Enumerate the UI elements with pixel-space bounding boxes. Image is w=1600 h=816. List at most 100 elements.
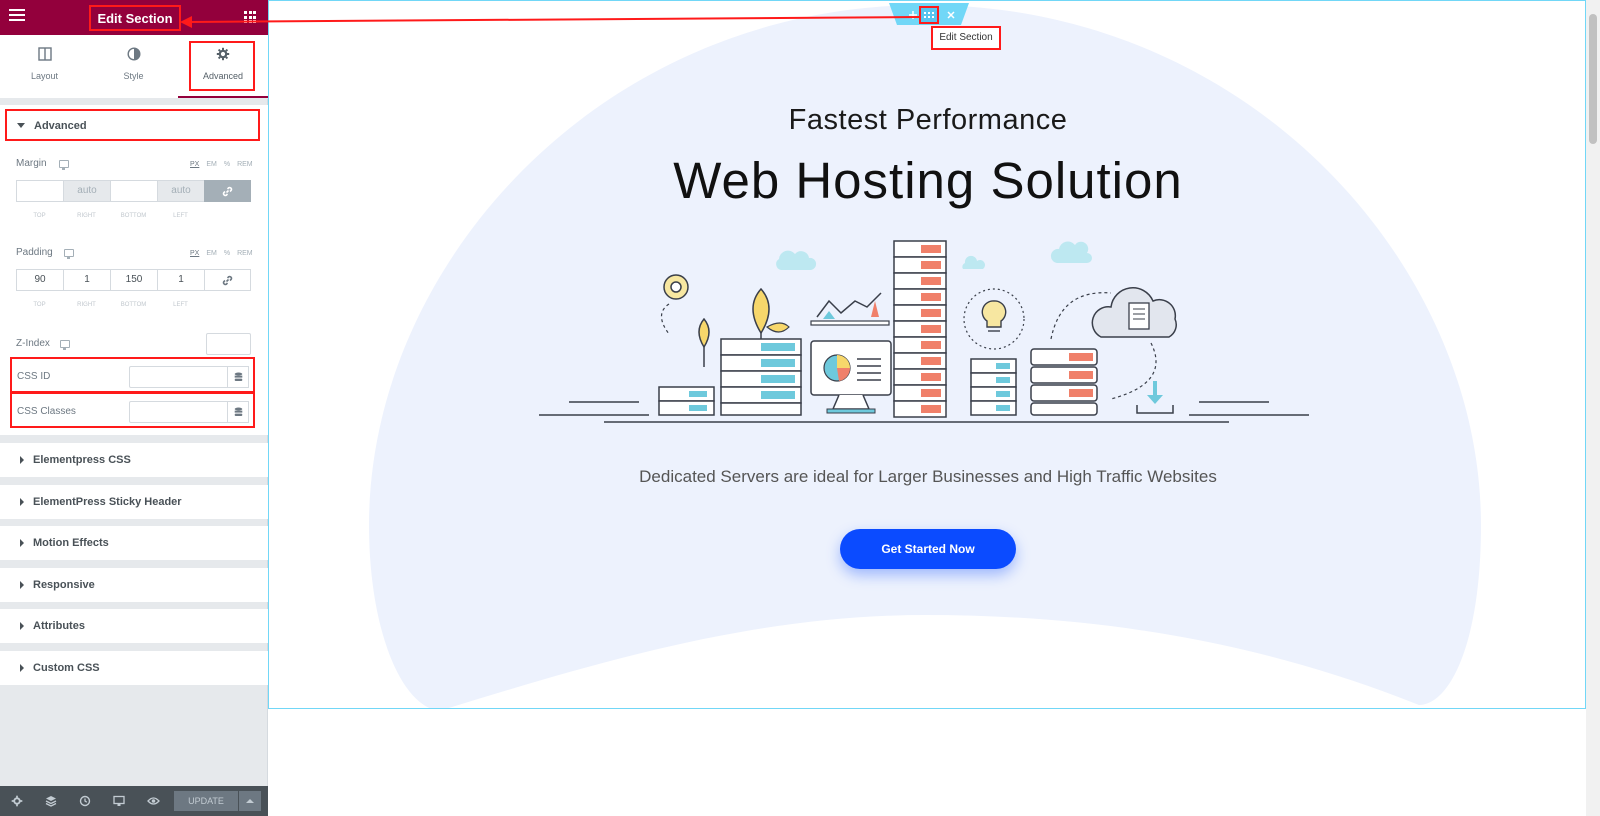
tab-style[interactable]: Style (89, 35, 178, 98)
responsive-desktop-icon[interactable] (59, 160, 69, 170)
menu-icon[interactable] (9, 9, 25, 25)
side-label: RIGHT (77, 302, 96, 308)
unit-em[interactable]: EM (206, 250, 217, 257)
tab-advanced[interactable]: Advanced (178, 35, 268, 98)
link-icon (222, 275, 233, 285)
section-handle (889, 3, 969, 25)
section-title: Elementpress CSS (33, 454, 131, 466)
side-label: BOTTOM (120, 213, 147, 219)
unit-rem[interactable]: REM (237, 161, 253, 168)
gear-icon (11, 795, 23, 807)
zindex-input[interactable] (206, 333, 251, 355)
caret-right-icon (20, 456, 24, 464)
css-classes-input[interactable] (129, 401, 228, 423)
columns-icon (37, 47, 52, 61)
unit-percent[interactable]: % (223, 161, 231, 168)
layers-icon (45, 796, 57, 807)
tab-layout[interactable]: Layout (0, 35, 89, 98)
caret-right-icon (20, 539, 24, 547)
update-options-button[interactable] (239, 791, 261, 811)
margin-side-labels: TOP RIGHT BOTTOM LEFT (16, 213, 251, 219)
section-motion-effects[interactable]: Motion Effects (0, 526, 268, 560)
edit-section-button[interactable] (919, 6, 939, 24)
edit-section-tooltip: Edit Section (931, 26, 1001, 50)
advanced-section-header[interactable]: Advanced (5, 109, 260, 141)
margin-left-input[interactable]: auto (157, 180, 204, 202)
delete-section-button[interactable] (941, 6, 961, 24)
hero-section[interactable]: Fastest Performance Web Hosting Solution (268, 0, 1586, 709)
padding-side-labels: TOP RIGHT BOTTOM LEFT (16, 302, 251, 308)
page-scrollbar[interactable] (1586, 0, 1600, 816)
hero-heading: Web Hosting Solution (673, 152, 1183, 209)
responsive-mode-button[interactable] (102, 786, 136, 816)
panel-header: Edit Section (0, 0, 268, 35)
unit-percent[interactable]: % (223, 250, 231, 257)
plus-icon (909, 11, 917, 19)
unit-rem[interactable]: REM (237, 250, 253, 257)
css-id-input[interactable] (129, 366, 228, 388)
responsive-desktop-icon[interactable] (64, 249, 74, 259)
unit-px[interactable]: PX (190, 161, 200, 168)
section-sticky-header[interactable]: ElementPress Sticky Header (0, 485, 268, 519)
side-label: LEFT (173, 302, 188, 308)
tab-label: Style (123, 71, 144, 81)
scrollbar-thumb[interactable] (1589, 14, 1597, 144)
padding-left-input[interactable]: 1 (157, 269, 204, 291)
caret-right-icon (20, 664, 24, 672)
eye-icon (146, 797, 160, 805)
close-icon (947, 11, 955, 19)
padding-right-input[interactable]: 1 (63, 269, 110, 291)
settings-button[interactable] (0, 786, 34, 816)
section-attributes[interactable]: Attributes (0, 609, 268, 643)
dynamic-tags-button[interactable] (227, 401, 249, 423)
padding-units: PX EM % REM (190, 250, 253, 257)
server-indicator (921, 245, 941, 253)
server-indicator (921, 277, 941, 285)
panel-footer: UPDATE (0, 786, 268, 816)
section-elementpress-css[interactable]: Elementpress CSS (0, 443, 268, 477)
history-button[interactable] (68, 786, 102, 816)
caret-up-icon (246, 799, 254, 803)
side-label: TOP (33, 302, 46, 308)
margin-top-input[interactable] (16, 180, 63, 202)
section-responsive[interactable]: Responsive (0, 568, 268, 602)
get-started-button[interactable]: Get Started Now (840, 529, 1016, 569)
grip-icon (924, 12, 934, 18)
update-button[interactable]: UPDATE (174, 791, 238, 811)
preview-button[interactable] (136, 786, 170, 816)
dynamic-tags-button[interactable] (227, 366, 249, 388)
panel-title: Edit Section (89, 5, 181, 31)
widgets-grid-icon[interactable] (244, 11, 256, 23)
padding-top-input[interactable]: 90 (16, 269, 63, 291)
section-title: ElementPress Sticky Header (33, 496, 182, 508)
server-indicator (921, 293, 941, 301)
section-title: Advanced (34, 120, 87, 132)
unit-em[interactable]: EM (206, 161, 217, 168)
margin-link-button[interactable] (204, 180, 251, 202)
server-indicator (921, 389, 941, 397)
margin-units: PX EM % REM (190, 161, 253, 168)
side-label: LEFT (173, 213, 188, 219)
css-id-row: CSS ID (10, 357, 255, 393)
unit-px[interactable]: PX (190, 250, 200, 257)
responsive-desktop-icon[interactable] (60, 340, 70, 350)
section-custom-css[interactable]: Custom CSS (0, 651, 268, 685)
padding-link-button[interactable] (204, 269, 251, 291)
desktop-icon (113, 795, 125, 806)
navigator-button[interactable] (34, 786, 68, 816)
server-indicator (921, 373, 941, 381)
padding-bottom-input[interactable]: 150 (110, 269, 157, 291)
section-title: Attributes (33, 620, 85, 632)
margin-bottom-input[interactable] (110, 180, 157, 202)
section-title: Motion Effects (33, 537, 109, 549)
server-indicator (921, 261, 941, 269)
section-title: Custom CSS (33, 662, 100, 674)
margin-right-input[interactable]: auto (63, 180, 110, 202)
server-indicator (921, 309, 941, 317)
padding-dimensions: 90 1 150 1 (16, 269, 251, 291)
css-classes-label: CSS Classes (17, 406, 76, 417)
advanced-section: Advanced Margin PX EM % REM auto auto (0, 105, 268, 435)
history-icon (79, 795, 91, 807)
contrast-icon (126, 47, 141, 61)
